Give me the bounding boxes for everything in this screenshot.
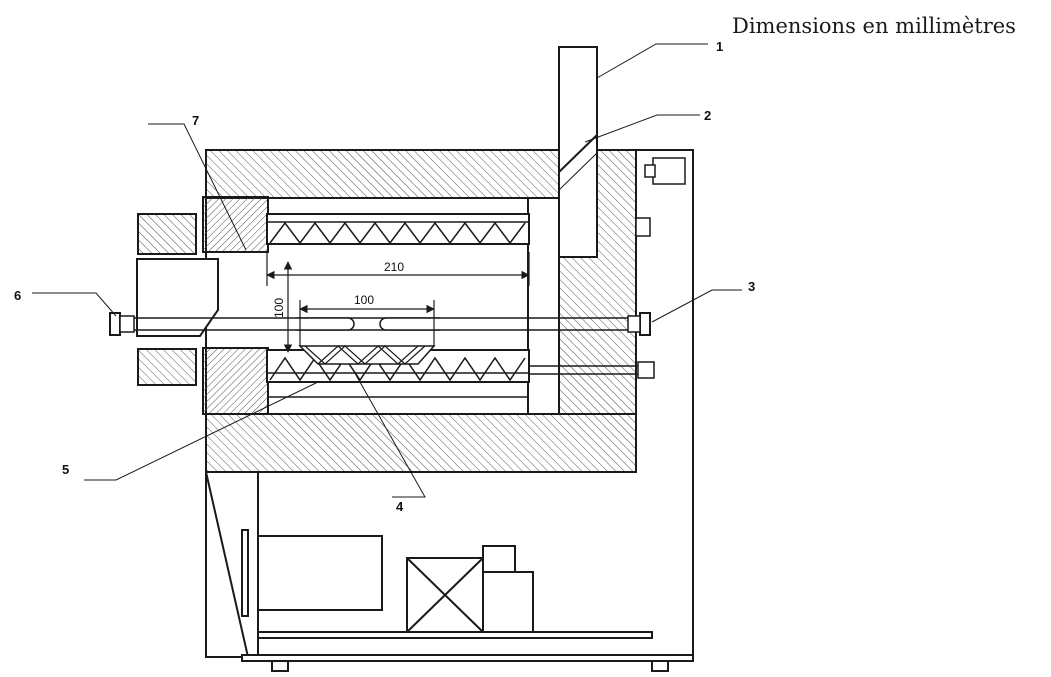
entry-chamber (136, 258, 219, 337)
leader-5 (84, 381, 319, 481)
switch-box (652, 157, 686, 185)
chimney-damper (558, 134, 598, 173)
sample-boat (298, 345, 436, 365)
heating-coil-top (269, 221, 526, 245)
callout-5: 5 (62, 462, 69, 477)
callout-3: 3 (748, 279, 755, 294)
left-connector (109, 312, 121, 336)
door-lower-block (202, 347, 269, 415)
leader-2 (584, 114, 700, 143)
leader-6 (32, 292, 117, 317)
door-upper-block (202, 196, 269, 253)
stand-leg (205, 471, 249, 658)
callout-7: 7 (192, 113, 199, 128)
bottom-insulation (205, 413, 637, 473)
leader-7 (148, 123, 247, 251)
dim-label-tube-height: 100 (272, 298, 286, 318)
top-insulation (205, 149, 560, 199)
pump-motor (482, 545, 516, 573)
heating-coil-bottom (269, 356, 526, 382)
side-fitting (635, 217, 651, 237)
right-connector (639, 312, 651, 336)
rod-gap-right (379, 317, 440, 331)
chimney (558, 46, 598, 258)
callout-1: 1 (716, 39, 723, 54)
leader-3 (651, 289, 742, 323)
leader-4 (351, 367, 426, 498)
right-inner-wall (527, 197, 560, 415)
pump-body (482, 571, 534, 633)
rod-gap-left (296, 317, 355, 331)
callout-6: 6 (14, 288, 21, 303)
dim-label-tube-length: 210 (384, 260, 404, 274)
door-upper-outer (137, 213, 197, 255)
callout-2: 2 (704, 108, 711, 123)
control-unit (257, 535, 383, 611)
callout-4: 4 (396, 499, 404, 514)
chimney-damper-2 (558, 152, 598, 191)
leader-1 (596, 43, 708, 79)
units-caption: Dimensions en millimètres (732, 14, 1016, 38)
door-lower-outer (137, 348, 197, 386)
dim-label-sample-length: 100 (354, 293, 374, 307)
